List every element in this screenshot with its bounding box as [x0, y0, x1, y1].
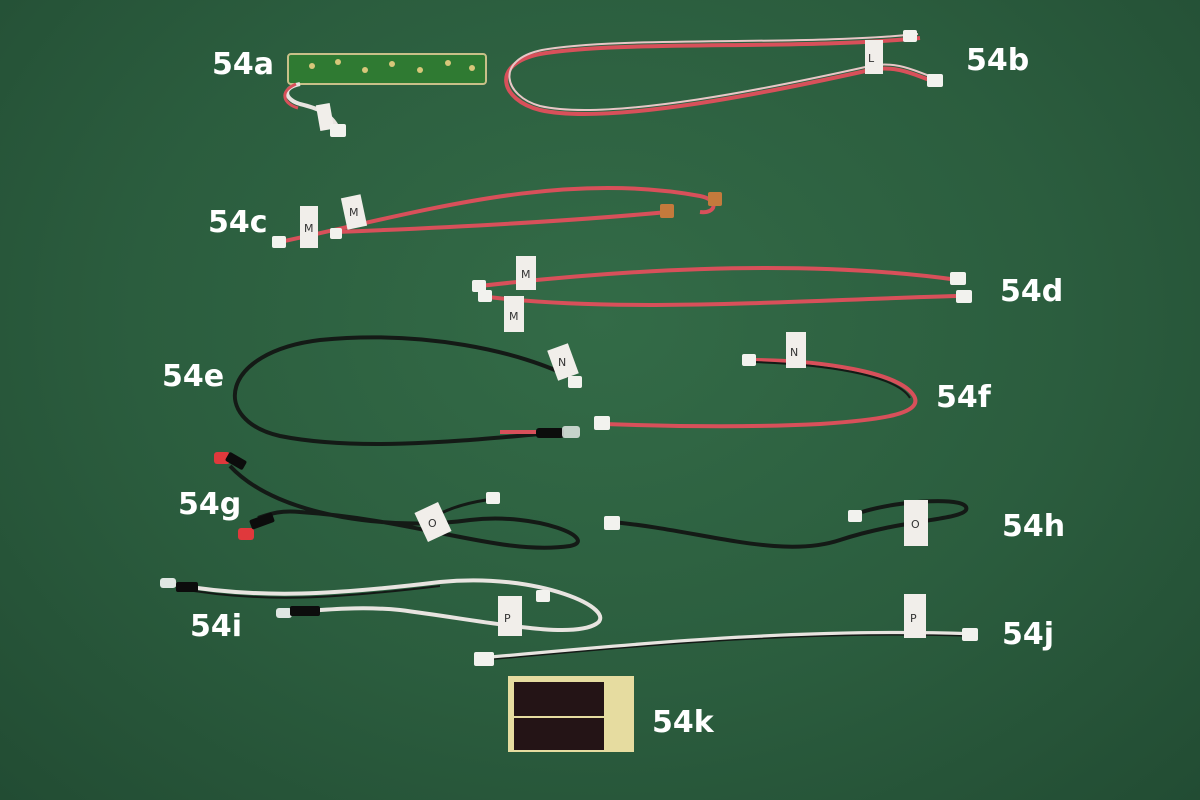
tag-54i: P	[504, 612, 511, 625]
label-54h: 54h	[1002, 509, 1066, 544]
label-54j: 54j	[1002, 617, 1055, 652]
cable-54a	[283, 53, 487, 137]
cable-54b: L	[504, 30, 943, 116]
tag-54f: N	[790, 346, 798, 359]
cable-54d: M M	[472, 256, 972, 332]
label-54k: 54k	[652, 705, 714, 740]
label-54g: 54g	[178, 487, 242, 522]
tag-54h: O	[911, 518, 920, 531]
cable-54c: M M	[272, 185, 722, 248]
cable-54e: N	[232, 335, 582, 446]
cable-54f: N	[594, 332, 918, 430]
tag-54e: N	[558, 356, 566, 369]
cable-54j: P	[474, 594, 978, 666]
cable-54i: P	[160, 578, 603, 636]
tag-54c-2: M	[349, 206, 359, 219]
tag-54g: O	[428, 517, 437, 530]
foam-pads-54k	[508, 676, 634, 752]
label-54e: 54e	[162, 359, 225, 394]
label-54c: 54c	[208, 205, 268, 240]
label-54b: 54b	[966, 43, 1030, 78]
cable-54h: O	[604, 499, 969, 549]
tag-54b: L	[868, 52, 875, 65]
led-pcb-strip	[287, 53, 487, 85]
label-54f: 54f	[936, 380, 991, 415]
label-54i: 54i	[190, 609, 243, 644]
tag-54j: P	[910, 612, 917, 625]
label-54d: 54d	[1000, 274, 1064, 309]
label-54a: 54a	[212, 47, 274, 82]
tag-54d-1: M	[521, 268, 531, 281]
cable-54g: O	[214, 452, 580, 550]
tag-54c-1: M	[304, 222, 314, 235]
tag-54d-2: M	[509, 310, 519, 323]
